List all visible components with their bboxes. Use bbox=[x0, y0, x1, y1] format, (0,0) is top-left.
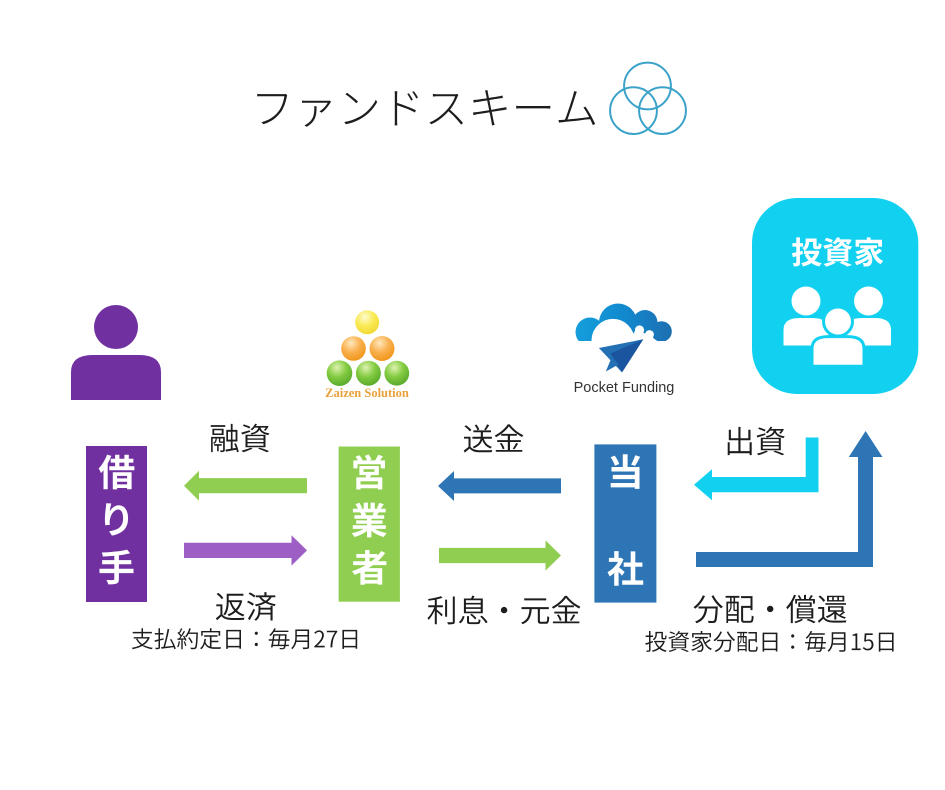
svg-text:Pocket Funding: Pocket Funding bbox=[574, 380, 675, 396]
svg-text:Zaizen Solution: Zaizen Solution bbox=[325, 386, 409, 400]
